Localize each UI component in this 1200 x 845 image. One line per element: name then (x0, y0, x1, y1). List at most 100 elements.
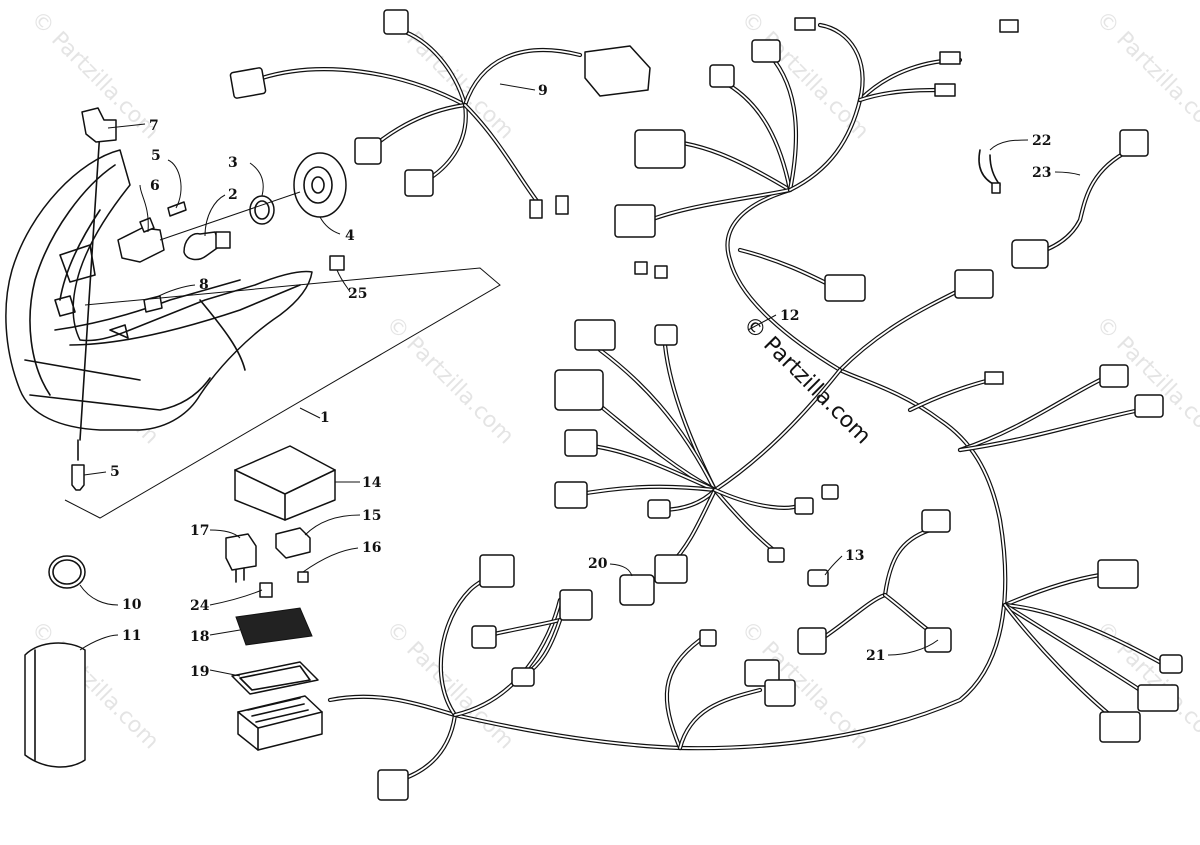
main-watermark: © Partzilla.com (738, 312, 876, 450)
callout-18: 18 (190, 629, 209, 645)
connector (614, 204, 656, 238)
callout-8: 8 (199, 277, 209, 293)
terminal (984, 371, 1004, 385)
fuse-box-edges (237, 711, 323, 751)
watermark-text: © Partzilla.com (1091, 7, 1200, 145)
callout-3: 3 (228, 155, 238, 171)
clip-part-8 (143, 295, 163, 313)
connector (709, 64, 735, 88)
lens-line (29, 377, 211, 411)
connector (954, 269, 994, 299)
connector (404, 169, 434, 197)
bracket-part-7 (81, 107, 117, 143)
connector (654, 324, 678, 346)
fuse-part-16 (297, 571, 309, 583)
reflector-tab (109, 324, 129, 339)
terminal (555, 195, 569, 215)
leader-22 (989, 139, 1029, 151)
sleeve-part-11 (24, 642, 86, 768)
bulb-base (215, 231, 231, 249)
connector (751, 39, 781, 63)
ring-inner (52, 559, 82, 585)
gasket-inner (239, 665, 311, 691)
callout-13: 13 (845, 548, 864, 564)
gasket-part-19 (231, 661, 319, 695)
callout-labels: 7 5 6 3 2 4 25 8 1 5 9 12 14 15 16 17 24… (110, 83, 1051, 680)
connector-large (584, 45, 651, 97)
connector-part-13 (807, 569, 829, 587)
socket-part-6 (117, 227, 165, 263)
dust-cap-inner (303, 166, 333, 204)
callout-9: 9 (538, 83, 548, 99)
callout-5-lower: 5 (110, 464, 120, 480)
connector (559, 589, 593, 621)
lens-line (69, 284, 301, 346)
connector (634, 129, 686, 169)
lens-line (54, 279, 241, 331)
connector (479, 554, 515, 588)
callout-20: 20 (588, 556, 608, 572)
connector-part-20 (619, 574, 655, 606)
grid-lines (247, 697, 309, 723)
leader-8 (154, 284, 196, 299)
leader-20 (609, 563, 633, 577)
connector (1097, 559, 1139, 589)
leader-10 (79, 584, 119, 606)
headlight-harness-9 (259, 27, 583, 208)
callout-1: 1 (320, 410, 330, 426)
leader-11 (79, 634, 119, 651)
connector (1011, 239, 1049, 269)
leader-1 (299, 407, 321, 419)
sub-harness-21 (817, 527, 938, 643)
callout-4: 4 (345, 228, 355, 244)
callout-15: 15 (362, 508, 381, 524)
connector (564, 429, 598, 457)
leader-19 (209, 669, 241, 677)
connector (654, 554, 688, 584)
harness-connectors (377, 17, 1183, 801)
connector (1099, 711, 1141, 743)
connector (229, 67, 267, 99)
misc-parts (24, 555, 86, 768)
relay-part-17 (225, 533, 257, 571)
cable-tie-head (991, 182, 1001, 194)
headlight-assembly (5, 107, 501, 519)
connector (511, 667, 535, 687)
connector (699, 629, 717, 647)
leader-15 (304, 514, 361, 536)
leader-25 (336, 269, 351, 293)
terminal (999, 19, 1019, 33)
dust-cap-part-4 (293, 152, 347, 218)
callout-2: 2 (228, 187, 238, 203)
leader-4 (319, 216, 341, 235)
connector (794, 497, 814, 515)
connector (1099, 364, 1129, 388)
connector (1119, 129, 1149, 157)
fuse-box-grid (247, 697, 309, 723)
reflector-tab (54, 295, 76, 317)
terminal (529, 199, 543, 219)
callout-6: 6 (150, 178, 160, 194)
connector (554, 369, 604, 411)
leader-12 (747, 314, 777, 331)
fuse-box-cover-part-14 (234, 445, 336, 521)
connector (554, 481, 588, 509)
bulb-part-2 (183, 231, 221, 261)
connector (383, 9, 409, 35)
lens-line (24, 359, 141, 381)
callout-14: 14 (362, 475, 382, 491)
connector (797, 627, 827, 655)
callout-22: 22 (1032, 133, 1051, 149)
connector (767, 547, 785, 563)
leader-5a (167, 159, 182, 209)
wiring-harness (229, 9, 1183, 801)
connector (1134, 394, 1164, 418)
leader-16 (302, 547, 359, 573)
relay-part-15 (275, 527, 311, 559)
connector (574, 319, 616, 351)
callout-24: 24 (190, 598, 210, 614)
leader-18 (209, 629, 241, 636)
leader-17 (209, 529, 241, 539)
terminal (634, 261, 648, 275)
